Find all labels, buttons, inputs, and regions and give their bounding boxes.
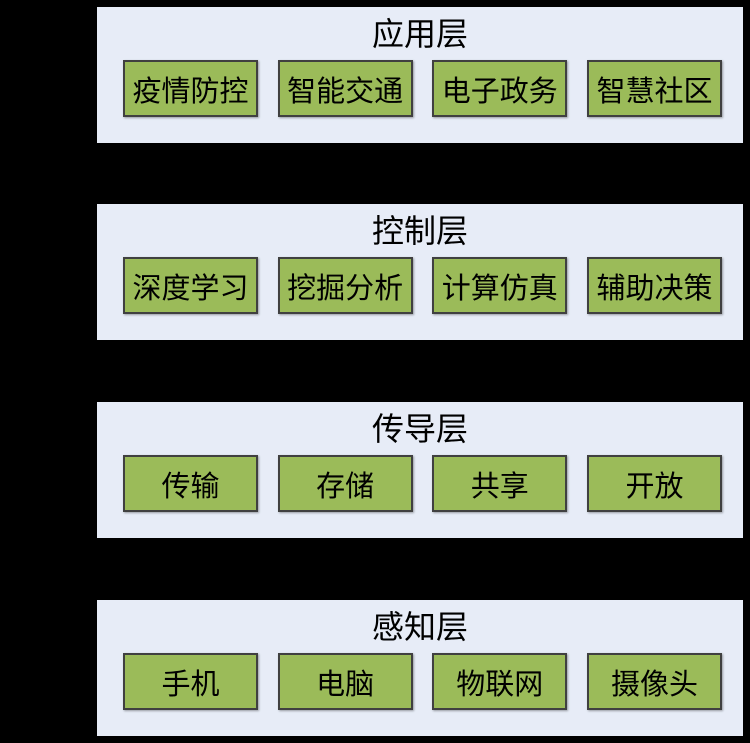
- module-row-perception: 手机 电脑 物联网 摄像头: [123, 653, 722, 710]
- layer-panel-perception: 感知层 手机 电脑 物联网 摄像头: [95, 598, 745, 738]
- module-box-computer: 电脑: [277, 653, 413, 710]
- module-box-sharing: 共享: [432, 455, 568, 512]
- module-box-mobile-phone: 手机: [123, 653, 258, 710]
- module-box-camera: 摄像头: [586, 653, 722, 710]
- layer-title-perception: 感知层: [371, 608, 468, 646]
- module-box-deep-learning: 深度学习: [123, 257, 258, 314]
- layer-title-application: 应用层: [371, 15, 468, 53]
- layer-title-transmission: 传导层: [371, 410, 468, 448]
- module-box-smart-traffic: 智能交通: [277, 60, 413, 117]
- module-box-computing-simulation: 计算仿真: [432, 257, 568, 314]
- module-box-epidemic-control: 疫情防控: [123, 60, 258, 117]
- layer-title-control: 控制层: [371, 212, 468, 250]
- layer-panel-control: 控制层 深度学习 挖掘分析 计算仿真 辅助决策: [95, 202, 745, 342]
- module-box-storage: 存储: [277, 455, 413, 512]
- module-box-iot: 物联网: [432, 653, 568, 710]
- module-box-e-government: 电子政务: [432, 60, 568, 117]
- layer-panel-transmission: 传导层 传输 存储 共享 开放: [95, 400, 745, 540]
- module-box-openness: 开放: [586, 455, 722, 512]
- module-row-control: 深度学习 挖掘分析 计算仿真 辅助决策: [123, 257, 722, 314]
- module-box-mining-analysis: 挖掘分析: [277, 257, 413, 314]
- module-box-transfer: 传输: [123, 455, 258, 512]
- module-box-smart-community: 智慧社区: [586, 60, 722, 117]
- module-row-transmission: 传输 存储 共享 开放: [123, 455, 722, 512]
- module-box-decision-support: 辅助决策: [586, 257, 722, 314]
- layer-panel-application: 应用层 疫情防控 智能交通 电子政务 智慧社区: [95, 5, 745, 145]
- module-row-application: 疫情防控 智能交通 电子政务 智慧社区: [123, 60, 722, 117]
